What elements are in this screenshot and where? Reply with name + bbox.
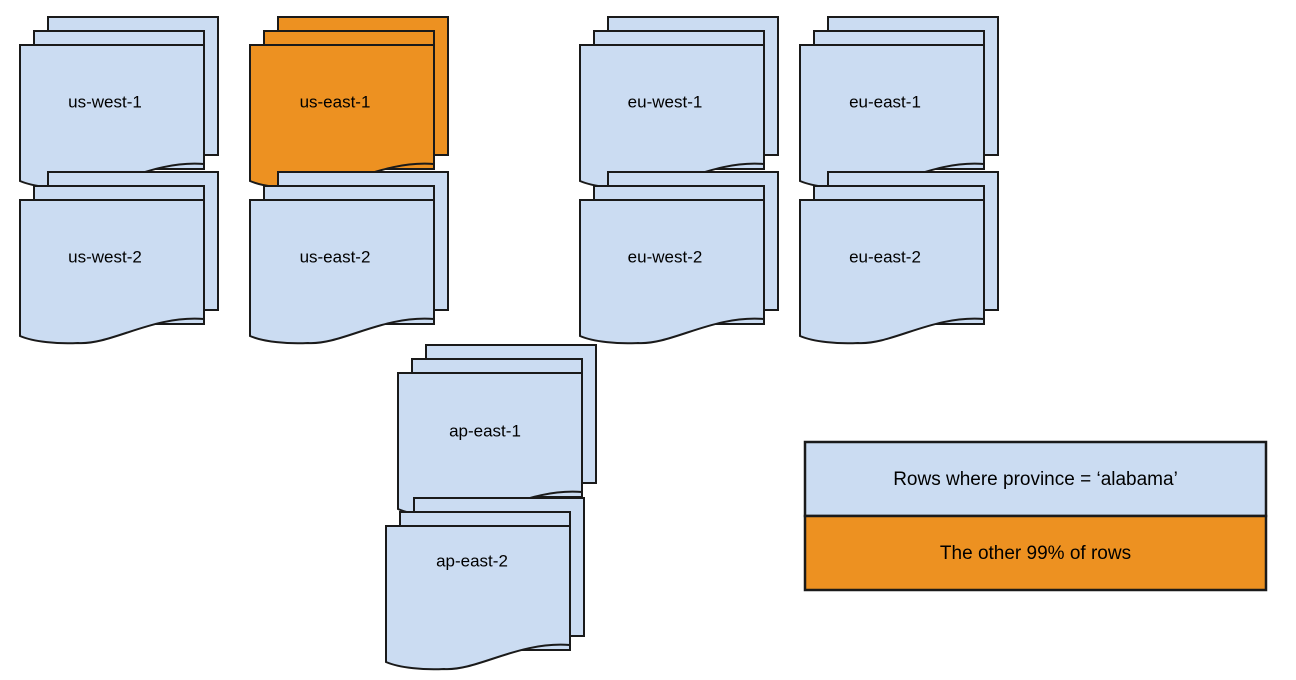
document-stack-eu-east-2[interactable]: eu-east-2	[799, 171, 999, 345]
document-stack-eu-west-1[interactable]: eu-west-1	[579, 16, 779, 190]
document-stack-ap-east-2[interactable]: ap-east-2	[385, 497, 585, 671]
document-stack-us-east-1[interactable]: us-east-1	[249, 16, 449, 190]
stack-label-us-west-1: us-west-1	[68, 92, 142, 111]
document-stack-eu-east-1[interactable]: eu-east-1	[799, 16, 999, 190]
legend-swatch-highlight	[803, 514, 1268, 592]
stack-layer: us-west-1 us-east-1 eu-west-1 eu-east-1 us-w…	[19, 16, 999, 671]
document-stack-us-west-1[interactable]: us-west-1	[19, 16, 219, 190]
stack-label-us-east-1: us-east-1	[300, 92, 371, 111]
stack-sheet-front	[19, 199, 205, 345]
stack-label-us-west-2: us-west-2	[68, 247, 142, 266]
stack-label-ap-east-1: ap-east-1	[449, 421, 521, 440]
stack-label-eu-west-1: eu-west-1	[628, 92, 703, 111]
legend-entry-legend-highlight: The other 99% of rows	[803, 514, 1268, 592]
legend-entry-legend-normal: Rows where province = ‘alabama’	[803, 440, 1268, 518]
legend-label-legend-normal: Rows where province = ‘alabama’	[893, 469, 1178, 490]
legend-label-legend-highlight: The other 99% of rows	[940, 543, 1131, 564]
stack-label-us-east-2: us-east-2	[300, 247, 371, 266]
legend-swatch-normal	[803, 440, 1268, 518]
legend-layer: Rows where province = ‘alabama’ The other…	[803, 440, 1268, 592]
stack-sheet-front	[385, 525, 571, 671]
document-stack-us-west-2[interactable]: us-west-2	[19, 171, 219, 345]
document-stack-us-east-2[interactable]: us-east-2	[249, 171, 449, 345]
stack-label-eu-west-2: eu-west-2	[628, 247, 703, 266]
stack-sheet-front	[249, 199, 435, 345]
stack-sheet-front	[579, 199, 765, 345]
stack-label-ap-east-2: ap-east-2	[436, 551, 508, 570]
stack-sheet-front	[799, 199, 985, 345]
stack-label-eu-east-1: eu-east-1	[849, 92, 921, 111]
stack-label-eu-east-2: eu-east-2	[849, 247, 921, 266]
document-stack-eu-west-2[interactable]: eu-west-2	[579, 171, 779, 345]
document-stack-ap-east-1[interactable]: ap-east-1	[397, 344, 597, 518]
